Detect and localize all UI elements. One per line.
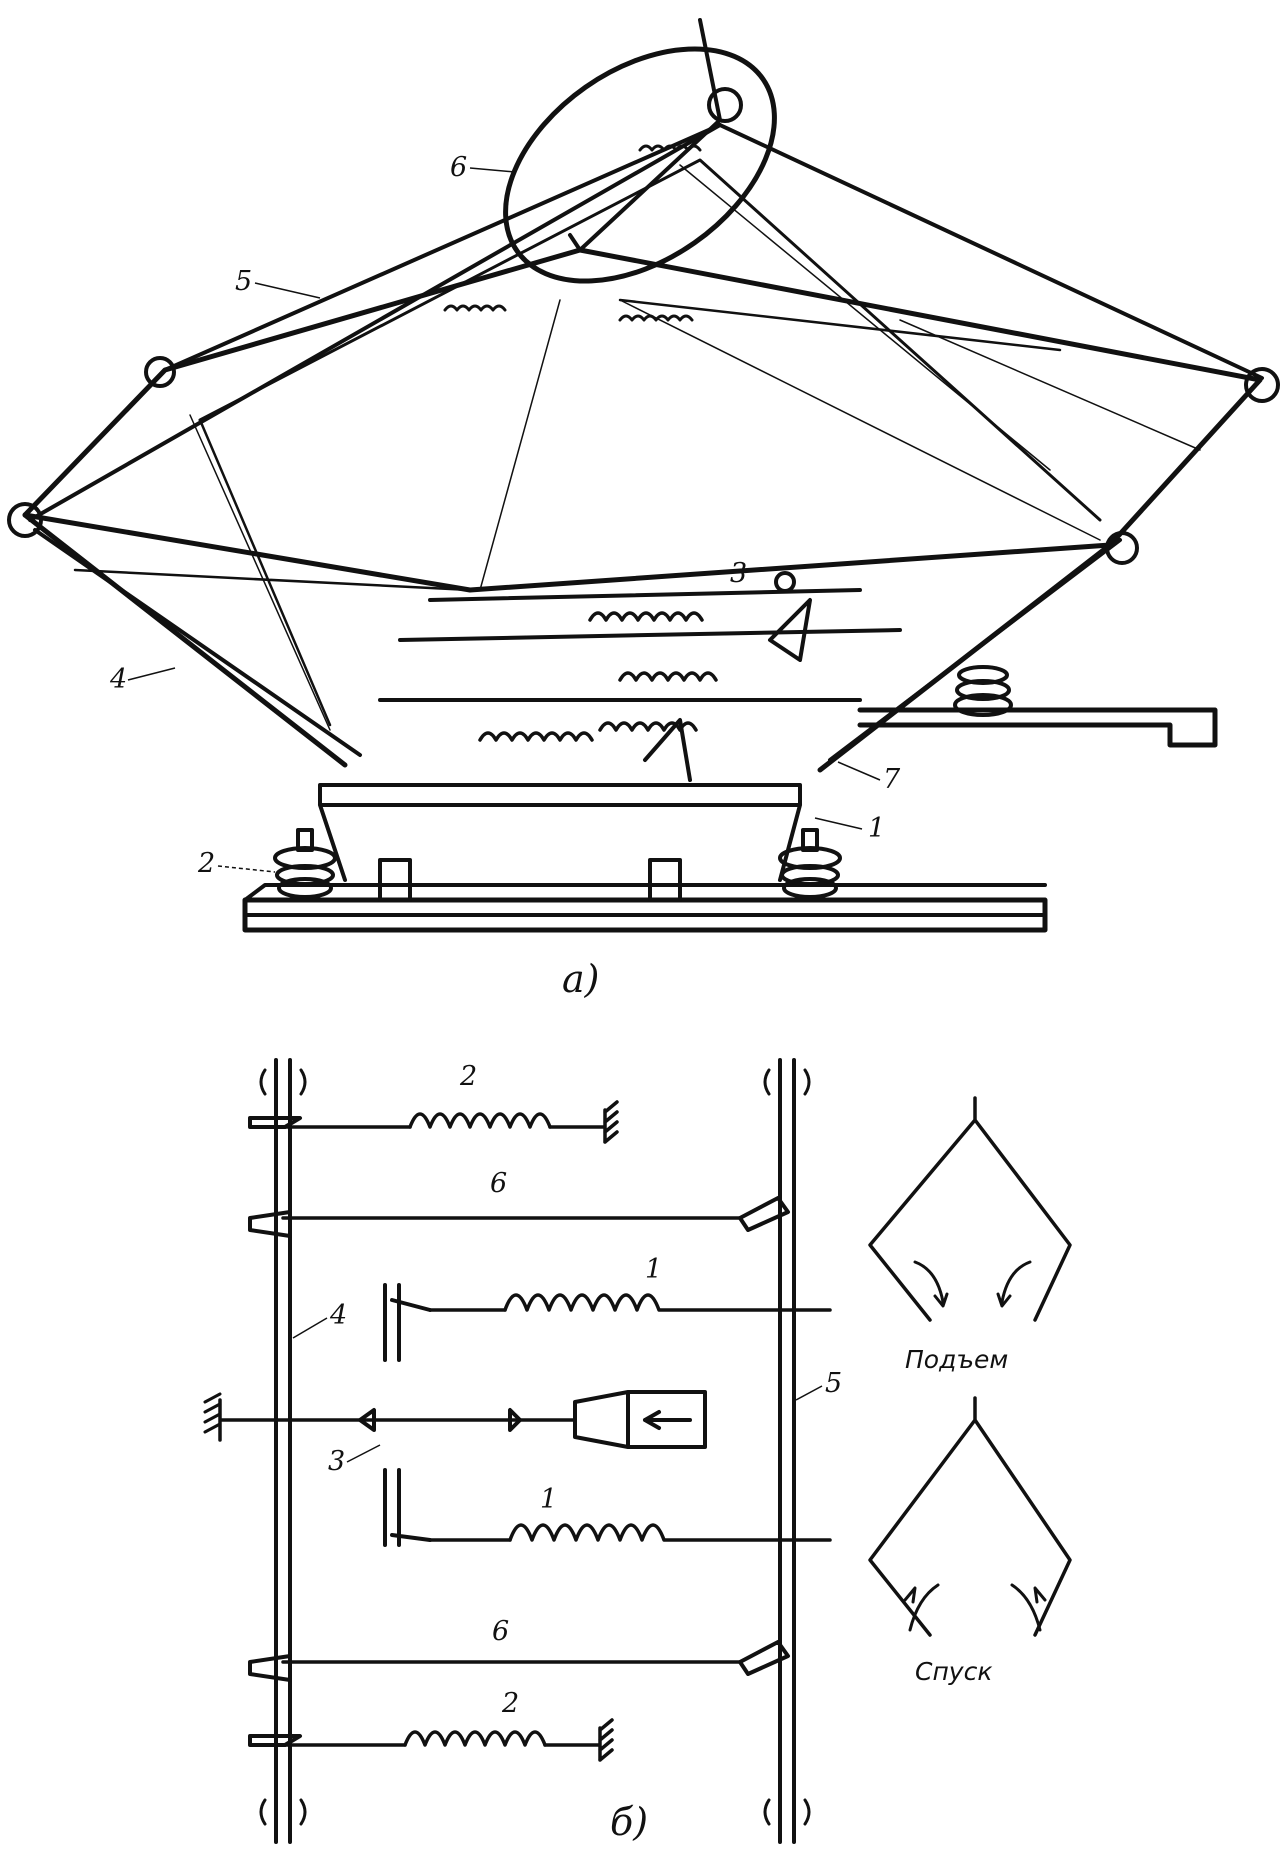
kinematic-scheme xyxy=(203,1058,1072,1844)
spring-bottom xyxy=(403,1730,547,1747)
insulator xyxy=(953,665,1013,717)
caption-a: а) xyxy=(562,957,599,1001)
label-b-rod-bottom: 6 xyxy=(492,1616,509,1647)
label-b-left-frame: 4 xyxy=(329,1300,347,1331)
label-b-spring1-bottom: 1 xyxy=(540,1484,557,1515)
hinge-knuckle xyxy=(1105,531,1139,565)
insulator xyxy=(273,828,337,899)
hinge-knuckle xyxy=(144,356,176,388)
label-b-rod-top: 6 xyxy=(490,1168,507,1199)
raise-shape xyxy=(868,1096,1072,1322)
label-a-7: 7 xyxy=(883,764,901,795)
upper-frame xyxy=(22,247,1263,593)
caption-b: б) xyxy=(610,1800,648,1844)
lower-label: Спуск xyxy=(915,1657,992,1686)
label-a-1: 1 xyxy=(868,813,885,844)
label-a-6: 6 xyxy=(450,152,467,183)
label-a-2: 2 xyxy=(197,848,215,879)
label-b-spring1-top: 1 xyxy=(645,1254,662,1285)
label-b-spring-top: 2 xyxy=(459,1061,477,1092)
pantograph-drawing xyxy=(7,18,1280,933)
cylinder xyxy=(573,1390,707,1449)
label-a-3: 3 xyxy=(730,558,747,589)
cylinder-arrow xyxy=(643,1410,692,1430)
hinge-knuckle xyxy=(1244,367,1280,403)
raise-label: Подъем xyxy=(905,1345,1008,1374)
label-b-cylinder: 3 xyxy=(328,1446,345,1477)
main-spring xyxy=(588,611,704,622)
insulator xyxy=(778,828,842,899)
base-beam xyxy=(242,897,1048,933)
spring-1-top xyxy=(503,1293,661,1312)
left-shaft xyxy=(274,1058,292,1844)
label-b-right-frame: 5 xyxy=(825,1368,842,1399)
label-b-spring-bottom: 2 xyxy=(501,1688,519,1719)
label-a-4: 4 xyxy=(109,664,127,695)
hinge-knuckle xyxy=(7,502,43,538)
spring-1-bottom xyxy=(508,1523,666,1542)
top-loop xyxy=(503,46,777,284)
frame-spring xyxy=(638,144,702,152)
right-shaft xyxy=(778,1058,796,1844)
lower-shape xyxy=(868,1396,1072,1637)
spring-top xyxy=(408,1112,552,1129)
label-a-5: 5 xyxy=(235,266,252,297)
